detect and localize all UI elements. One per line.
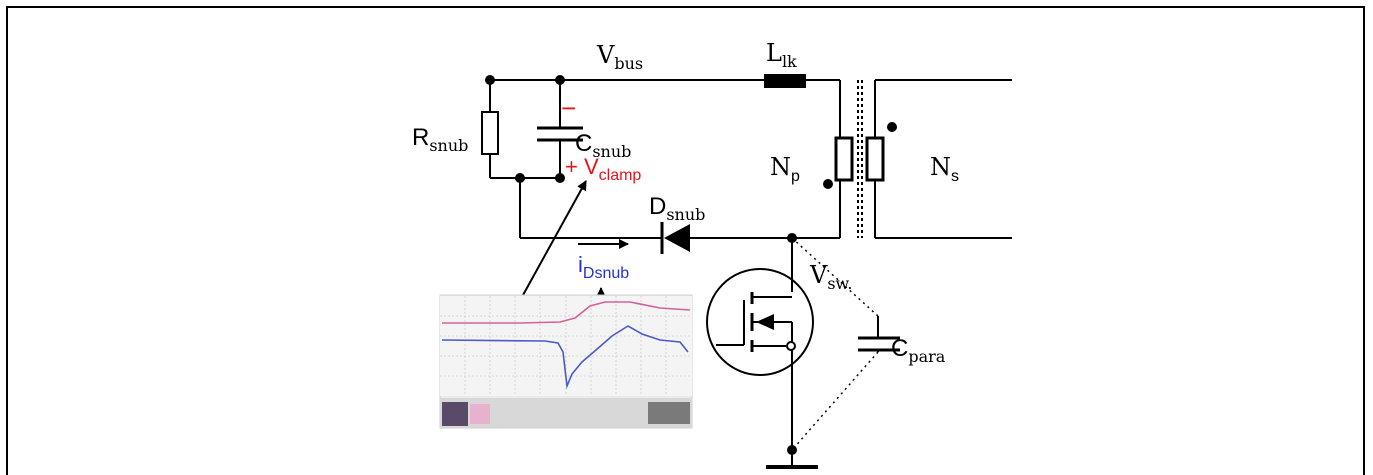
capacitor-icon: [537, 126, 583, 142]
junction-dot: [555, 75, 565, 85]
inductor-icon: [764, 74, 806, 88]
junction-dots: [485, 75, 797, 455]
mosfet-icon: [706, 268, 814, 376]
capacitor-icon: [858, 316, 900, 352]
label-rsnub: Rsnub: [412, 124, 468, 155]
label-minus: −: [561, 93, 576, 123]
label-llk: Llk: [766, 39, 797, 71]
junction-dot: [485, 75, 495, 85]
transformer-icon: [823, 80, 897, 238]
label-ns: Ns: [930, 153, 959, 185]
label-vsw: Vsw.: [809, 261, 852, 293]
label-csnub: Csnub: [575, 130, 631, 161]
label-dsnub: Dsnub: [649, 193, 705, 224]
junction-dot: [515, 173, 525, 183]
label-idsnub: iDsnub: [578, 252, 629, 282]
cpara-dotted-path: [791, 237, 879, 451]
polarity-dot-primary: [823, 179, 833, 189]
label-vbus: Vbus: [596, 41, 643, 73]
junction-dot: [555, 173, 565, 183]
diode-icon: [660, 222, 690, 254]
wires: [489, 79, 1012, 450]
oscilloscope-inset: [439, 294, 693, 429]
diagram-frame: [6, 6, 1365, 475]
resistor-icon: [481, 111, 499, 155]
label-vclamp: + Vclamp: [565, 154, 641, 184]
vclamp-pointer: [511, 180, 587, 316]
label-cpara: Cpara: [891, 335, 946, 366]
polarity-dot-secondary: [887, 122, 897, 132]
label-np: Np: [770, 153, 800, 185]
